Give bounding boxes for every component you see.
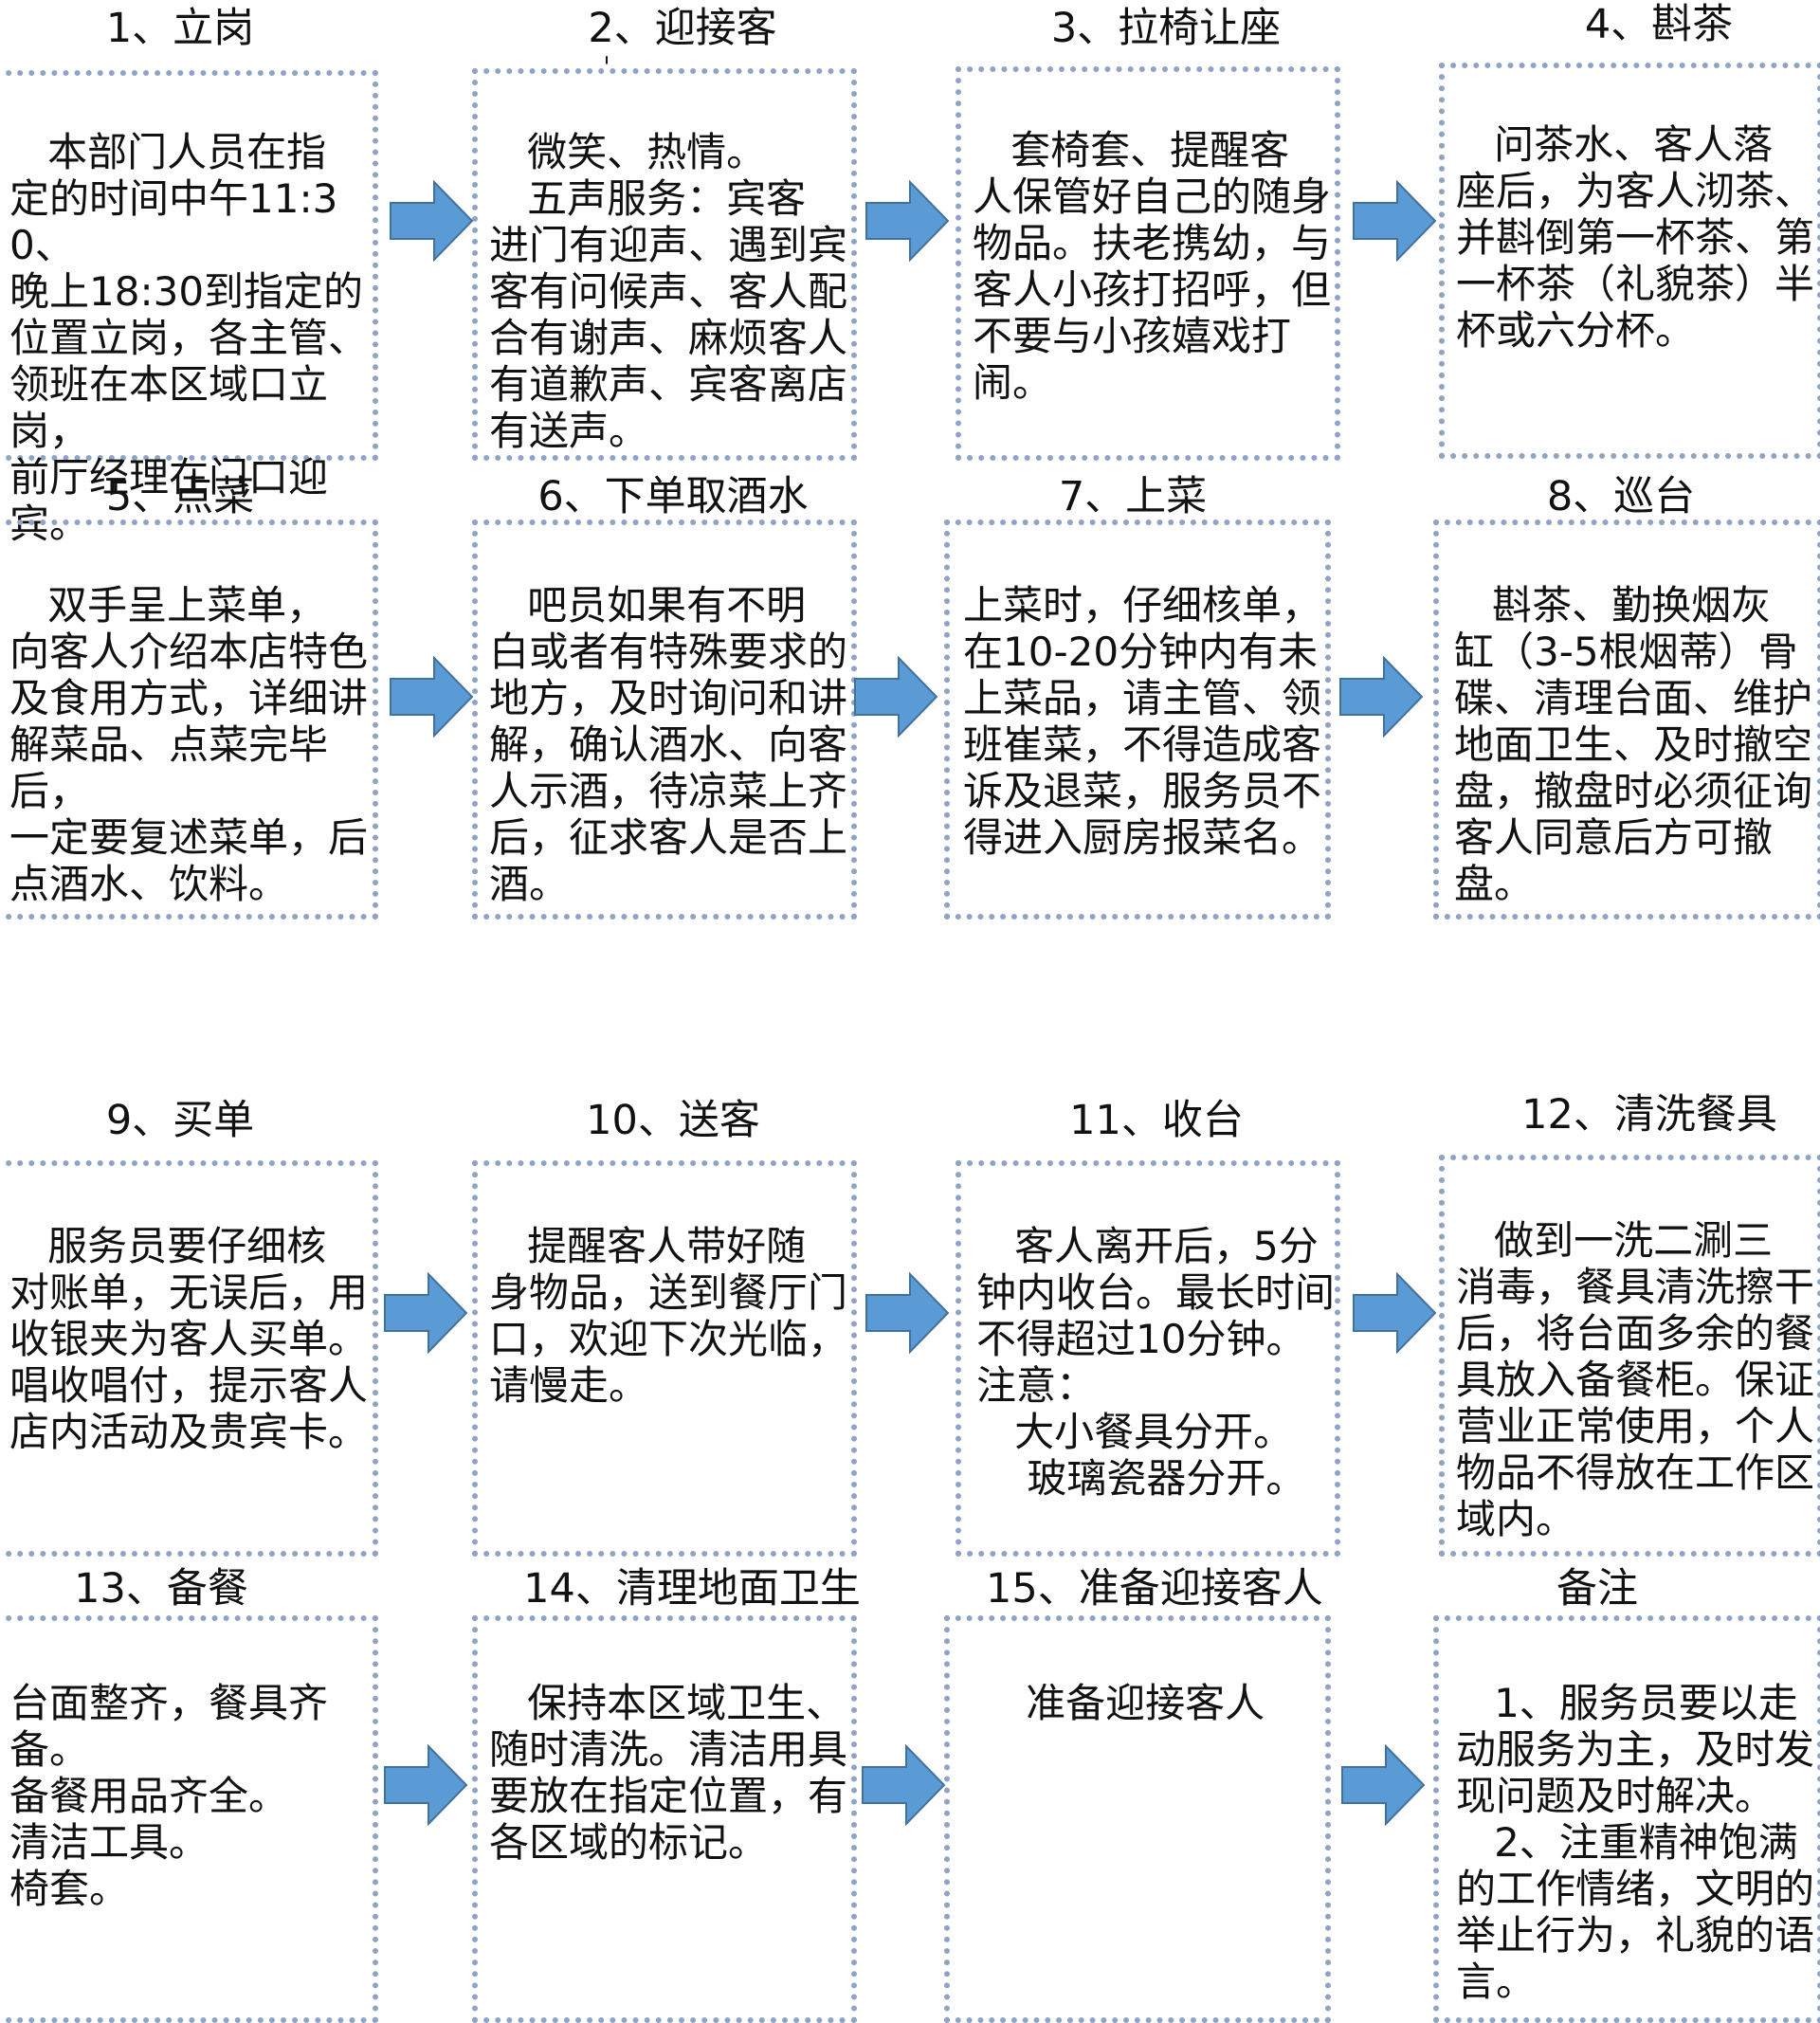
arrow-11-12	[1352, 1272, 1437, 1354]
right-arrow-icon	[854, 656, 938, 738]
arrow-3-4	[1352, 180, 1437, 262]
step-4-text: 问茶水、客人落 座后，为客人沏茶、 并斟倒第一杯茶、第 一杯茶（礼貌茶）半 杯或…	[1456, 121, 1815, 354]
step-6-title: 6、下单取酒水	[537, 473, 809, 520]
arrow-5-6	[389, 656, 474, 738]
step-11-box: 客人离开后，5分 钟内收台。最长时间 不得超过10分钟。 注意： 大小餐具分开。…	[956, 1160, 1340, 1557]
right-arrow-icon	[1353, 1272, 1437, 1354]
note-box: 1、服务员要以走 动服务为主，及时发 现问题及时解决。 2、注重精神饱满 的工作…	[1433, 1615, 1820, 2023]
step-9-box: 服务员要仔细核 对账单，无误后，用 收银夹为客人买单。 唱收唱付，提示客人 店内…	[0, 1160, 378, 1557]
step-8-title: 8、巡台	[1546, 473, 1696, 520]
step-7-box: 上菜时，仔细核单， 在10-20分钟内有未 上菜品，请主管、领 班崔菜，不得造成…	[944, 519, 1331, 920]
step-10-text: 提醒客人带好随 身物品，送到餐厅门 口，欢迎下次光临， 请慢走。	[489, 1223, 848, 1409]
step-3-text: 套椅套、提醒客 人保管好自己的随身 物品。扶老携幼，与 客人小孩打招呼，但 不要…	[973, 127, 1332, 406]
arrow-15-note	[1340, 1744, 1426, 1826]
right-arrow-icon	[390, 656, 474, 738]
arrow-9-10	[383, 1272, 468, 1354]
right-arrow-icon	[390, 180, 474, 262]
step-7-text: 上菜时，仔细核单， 在10-20分钟内有未 上菜品，请主管、领 班崔菜，不得造成…	[963, 582, 1322, 861]
stray-mark: ˌ	[602, 34, 611, 67]
arrow-10-11	[864, 1272, 950, 1354]
step-12-box: 做到一洗二涮三 消毒，餐具清洗擦干 后，将台面多余的餐 具放入备餐柜。保证 营业…	[1439, 1155, 1820, 1557]
step-10-title: 10、送客	[586, 1097, 760, 1144]
step-14-text: 保持本区域卫生、 随时清洗。清洁用具 要放在指定位置，有 各区域的标记。	[489, 1680, 848, 1866]
step-15-box: 准备迎接客人	[944, 1615, 1331, 2023]
step-5-box: 双手呈上菜单， 向客人介绍本店特色 及食用方式，详细讲 解菜品、点菜完毕后， 一…	[0, 519, 378, 920]
step-12-title: 12、清洗餐具	[1521, 1091, 1777, 1139]
step-14-box: 保持本区域卫生、 随时清洗。清洁用具 要放在指定位置，有 各区域的标记。	[472, 1615, 857, 2023]
arrow-1-2	[389, 180, 474, 262]
step-12-text: 做到一洗二涮三 消毒，餐具清洗擦干 后，将台面多余的餐 具放入备餐柜。保证 营业…	[1456, 1217, 1815, 1542]
step-11-title: 11、收台	[1069, 1097, 1244, 1144]
step-1-box: 本部门人员在指 定的时间中午11:30、 晚上18:30到指定的 位置立岗，各主…	[0, 70, 378, 547]
step-3-box: 套椅套、提醒客 人保管好自己的随身 物品。扶老携幼，与 客人小孩打招呼，但 不要…	[956, 66, 1340, 461]
right-arrow-icon	[862, 1744, 946, 1826]
step-14-title: 14、清理地面卫生	[523, 1565, 861, 1613]
step-9-title: 9、买单	[105, 1097, 255, 1144]
note-title: 备注	[1556, 1565, 1638, 1613]
step-5-text: 双手呈上菜单， 向客人介绍本店特色 及食用方式，详细讲 解菜品、点菜完毕后， 一…	[9, 582, 369, 907]
arrow-6-7	[853, 656, 938, 738]
arrow-7-8	[1338, 656, 1424, 738]
note-text: 1、服务员要以走 动服务为主，及时发 现问题及时解决。 2、注重精神饱满 的工作…	[1456, 1680, 1815, 2005]
step-2-text: 微笑、热情。 五声服务：宾客 进门有迎声、遇到宾 客有问候声、客人配 合有谢声、…	[489, 129, 848, 454]
step-8-box: 斟茶、勤换烟灰 缸（3-5根烟蒂）骨 碟、清理台面、维护 地面卫生、及时撤空 盘…	[1433, 519, 1820, 920]
step-2-box: 微笑、热情。 五声服务：宾客 进门有迎声、遇到宾 客有问候声、客人配 合有谢声、…	[472, 68, 857, 461]
step-13-title: 13、备餐	[74, 1565, 248, 1613]
step-13-box: 台面整齐，餐具齐备。 备餐用品齐全。 清洁工具。 椅套。	[0, 1615, 378, 2023]
step-5-title: 5、点菜	[105, 473, 255, 520]
arrow-13-14	[383, 1744, 468, 1826]
right-arrow-icon	[865, 1272, 950, 1354]
right-arrow-icon	[865, 180, 950, 262]
right-arrow-icon	[1339, 656, 1424, 738]
step-10-box: 提醒客人带好随 身物品，送到餐厅门 口，欢迎下次光临， 请慢走。	[472, 1160, 857, 1557]
step-11-text: 客人离开后，5分 钟内收台。最长时间 不得超过10分钟。 注意： 大小餐具分开。…	[976, 1223, 1336, 1502]
arrow-14-15	[861, 1744, 946, 1826]
step-15-title: 15、准备迎接客人	[986, 1565, 1323, 1613]
step-4-title: 4、斟茶	[1584, 1, 1734, 48]
step-1-title: 1、立岗	[105, 5, 255, 52]
right-arrow-icon	[1353, 180, 1437, 262]
right-arrow-icon	[1341, 1744, 1426, 1826]
step-3-title: 3、拉椅让座	[1050, 5, 1282, 52]
step-15-text: 准备迎接客人	[988, 1680, 1265, 1726]
arrow-2-3	[864, 180, 950, 262]
step-7-title: 7、上菜	[1058, 473, 1208, 520]
step-4-box: 问茶水、客人落 座后，为客人沏茶、 并斟倒第一杯茶、第 一杯茶（礼貌茶）半 杯或…	[1439, 63, 1820, 459]
right-arrow-icon	[384, 1272, 468, 1354]
step-6-text: 吧员如果有不明 白或者有特殊要求的 地方，及时询问和讲 解，确认酒水、向客 人示…	[489, 582, 848, 907]
right-arrow-icon	[384, 1744, 468, 1826]
step-9-text: 服务员要仔细核 对账单，无误后，用 收银夹为客人买单。 唱收唱付，提示客人 店内…	[9, 1223, 369, 1455]
step-1-text: 本部门人员在指 定的时间中午11:30、 晚上18:30到指定的 位置立岗，各主…	[9, 129, 369, 547]
step-8-text: 斟茶、勤换烟灰 缸（3-5根烟蒂）骨 碟、清理台面、维护 地面卫生、及时撤空 盘…	[1454, 582, 1813, 907]
step-2-title: 2、迎接客	[588, 5, 777, 52]
step-13-text: 台面整齐，餐具齐备。 备餐用品齐全。 清洁工具。 椅套。	[9, 1680, 329, 1912]
step-6-box: 吧员如果有不明 白或者有特殊要求的 地方，及时询问和讲 解，确认酒水、向客 人示…	[472, 519, 857, 920]
